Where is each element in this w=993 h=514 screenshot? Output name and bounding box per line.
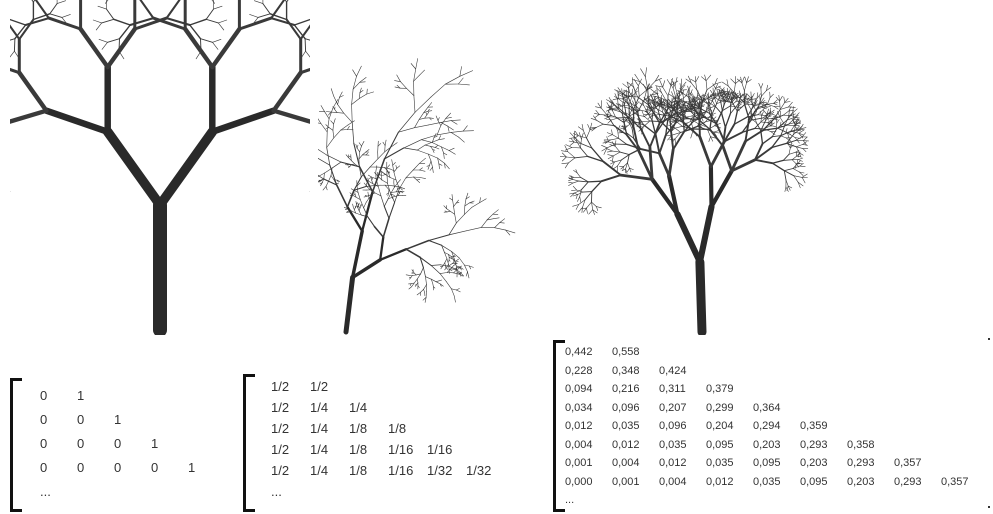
- matrix-1-left-bracket: [10, 378, 22, 512]
- matrix-2: 1/2 1/2 1/2 1/4 1/4 1/2 1/4 1/8 1/8 1/2 1/4 1/8 1/16…: [243, 374, 528, 512]
- matrix-3-cell: 0,424: [659, 364, 687, 377]
- matrix-1-cell: 1: [77, 388, 85, 403]
- matrix-2-cell: ...: [271, 484, 282, 499]
- matrix-3-cell: 0,012: [706, 475, 734, 488]
- matrix-3-cell: 0,012: [565, 420, 593, 432]
- matrix-3-dot-top: [988, 338, 990, 340]
- matrix-3-cell: 0,379: [706, 383, 734, 395]
- matrix-3-cell: 0,293: [800, 438, 828, 451]
- matrix-2-cell: 1/4: [310, 421, 329, 436]
- matrix-1-cell: 0: [77, 412, 85, 427]
- matrix-3-cell: 0,204: [706, 420, 734, 432]
- matrix-3-cell: ...: [565, 494, 575, 506]
- matrix-1-cell: 0: [40, 388, 48, 403]
- matrix-3-cell: 0,096: [659, 420, 687, 432]
- matrix-3-cell: 0,035: [612, 420, 640, 432]
- matrix-2-cell: 1/4: [310, 442, 329, 457]
- matrix-3-cell: 0,357: [941, 475, 969, 488]
- matrix-3-cell: 0,364: [753, 401, 781, 414]
- matrix-2-cell: 1/32: [466, 463, 492, 478]
- matrix-2-cell: 1/16: [388, 463, 414, 478]
- matrix-2-cell: 1/16: [388, 442, 414, 457]
- matrix-3-cell: 0,294: [753, 420, 781, 432]
- matrix-3-cell: 0,035: [753, 475, 781, 488]
- matrix-1-cell: 1: [114, 412, 122, 427]
- matrix-3-cell: 0,000: [565, 475, 593, 488]
- matrix-3-cell: 0,094: [565, 383, 593, 395]
- matrix-3: 0,442 0,558 0,228 0,348 0,424 0,094 0,216 0,311…: [553, 340, 993, 512]
- matrix-2-cell: 1/4: [310, 463, 329, 478]
- matrix-1-cell: 0: [40, 436, 48, 451]
- matrix-2-cell: 1/2: [271, 379, 290, 394]
- matrix-3-cell: 0,095: [800, 475, 828, 488]
- matrix-2-cell: 1/4: [310, 400, 329, 415]
- matrix-2-cell: 1/4: [349, 400, 368, 415]
- matrix-3-cell: 0,001: [565, 457, 593, 469]
- matrix-2-cell: 1/8: [388, 421, 407, 436]
- matrix-3-cell: 0,357: [894, 457, 922, 469]
- matrix-2-cell: 1/8: [349, 442, 368, 457]
- matrix-3-cell: 0,348: [612, 364, 640, 377]
- matrix-2-left-bracket: [243, 374, 255, 512]
- matrix-1-cell: ...: [40, 484, 51, 499]
- matrix-3-cell: 0,311: [659, 383, 686, 395]
- matrix-3-cell: 0,358: [847, 438, 875, 451]
- matrix-1-cell: 0: [40, 412, 48, 427]
- matrix-3-cell: 0,096: [612, 401, 640, 414]
- matrix-2-cell: 1/2: [271, 400, 290, 415]
- matrix-3-cell: 0,203: [753, 438, 781, 451]
- matrix-3-cell: 0,293: [847, 457, 875, 469]
- matrix-3-left-bracket: [553, 340, 565, 512]
- round-fractal-tree-image: [10, 0, 310, 335]
- matrix-3-cell: 0,004: [565, 438, 593, 451]
- leaning-fractal-branch-image: [318, 58, 516, 335]
- matrix-3-cell: 0,203: [847, 475, 875, 488]
- matrix-3-cell: 0,035: [659, 438, 687, 451]
- matrix-3-cell: 0,035: [706, 457, 734, 469]
- matrix-3-cell: 0,034: [565, 401, 593, 414]
- matrix-3-dot-bottom: [988, 506, 990, 508]
- matrix-1-cell: 0: [77, 436, 85, 451]
- matrix-3-cell: 0,203: [800, 457, 828, 469]
- matrix-2-cell: 1/16: [427, 442, 453, 457]
- matrix-3-cell: 0,442: [565, 346, 593, 358]
- matrix-2-cell: 1/8: [349, 463, 368, 478]
- matrix-1-cell: 1: [151, 436, 159, 451]
- matrix-2-cell: 1/32: [427, 463, 453, 478]
- matrix-1-cell: 1: [188, 460, 196, 475]
- matrix-1: 0 1 0 0 1 0 0 0 1 0 0 0 0 1...: [10, 378, 230, 512]
- natural-fractal-tree-image: [560, 67, 809, 335]
- matrix-2-cell: 1/2: [310, 379, 329, 394]
- matrix-3-cell: 0,004: [612, 457, 640, 469]
- matrix-3-cell: 0,001: [612, 475, 640, 488]
- matrix-2-cell: 1/2: [271, 442, 290, 457]
- matrix-3-cell: 0,299: [706, 401, 734, 414]
- matrix-3-cell: 0,293: [894, 475, 922, 488]
- matrix-1-cell: 0: [114, 436, 122, 451]
- matrix-1-cell: 0: [151, 460, 159, 475]
- matrix-1-cell: 0: [40, 460, 48, 475]
- matrix-3-cell: 0,228: [565, 364, 593, 377]
- matrix-1-cell: 0: [77, 460, 85, 475]
- matrix-3-cell: 0,004: [659, 475, 687, 488]
- matrix-3-cell: 0,095: [753, 457, 781, 469]
- matrix-2-cell: 1/2: [271, 463, 290, 478]
- matrix-3-cell: 0,359: [800, 420, 828, 432]
- matrix-3-cell: 0,207: [659, 401, 687, 414]
- matrix-3-cell: 0,558: [612, 346, 640, 358]
- matrix-3-cell: 0,216: [612, 383, 640, 395]
- matrix-3-cell: 0,012: [612, 438, 640, 451]
- matrix-3-cell: 0,095: [706, 438, 734, 451]
- matrix-1-cell: 0: [114, 460, 122, 475]
- matrix-3-cell: 0,012: [659, 457, 687, 469]
- matrix-2-cell: 1/8: [349, 421, 368, 436]
- matrix-2-cell: 1/2: [271, 421, 290, 436]
